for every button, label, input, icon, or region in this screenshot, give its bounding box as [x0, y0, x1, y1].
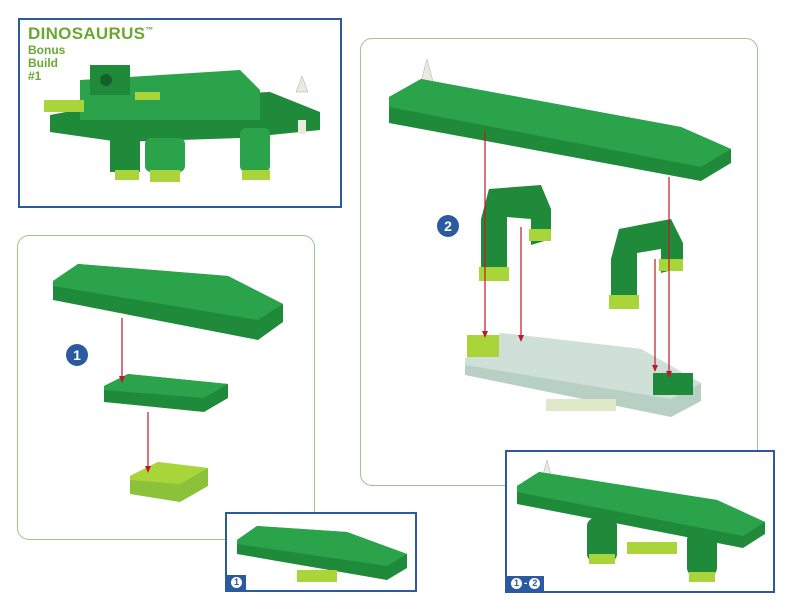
- step-1-illustration: [53, 264, 283, 502]
- bonus-build-label: Bonus Build #1: [28, 43, 66, 83]
- after-step-1-illustration: [237, 526, 407, 582]
- step-1-panel: 1: [17, 235, 315, 540]
- model-title: DINOSAURUS™: [28, 24, 154, 43]
- after-step-2-tag: 1 - 2: [507, 576, 545, 591]
- after-step-2-illustration: [517, 459, 765, 582]
- step-2-badge: 2: [437, 215, 459, 237]
- step-1-badge: 1: [66, 344, 88, 366]
- step-2-panel: 2: [360, 38, 758, 486]
- after-step-2-preview: 1 - 2: [505, 450, 775, 593]
- after-step-1-preview: 1: [225, 512, 417, 592]
- step-2-illustration: [389, 58, 731, 417]
- finished-dinosaur-illustration: [44, 65, 320, 182]
- after-step-1-tag: 1: [227, 575, 246, 590]
- finished-model-panel: DINOSAURUS™ Bonus Build #1: [18, 18, 342, 208]
